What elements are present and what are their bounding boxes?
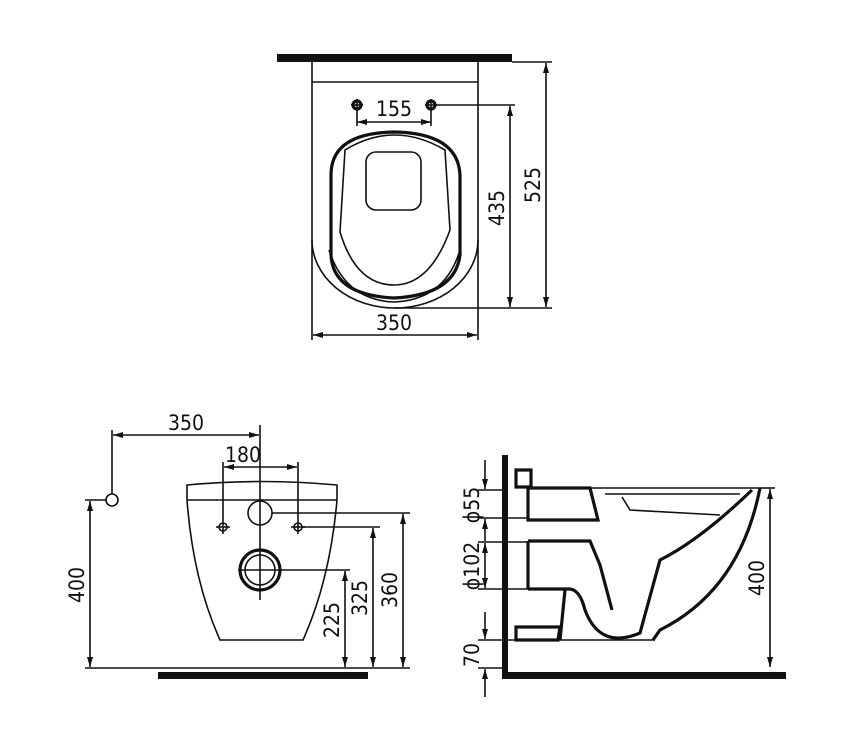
dim-height-side: 400: [745, 560, 769, 596]
dim-inlet-height: 360: [378, 572, 402, 608]
top-view: 155 435 525 350: [277, 54, 552, 340]
dim-inlet-diameter: ϕ55: [460, 487, 484, 524]
inlet-pipe: [526, 486, 601, 522]
dim-outlet-height: 225: [320, 602, 344, 638]
dim-width-top: 350: [376, 311, 412, 335]
dim-wall-offset: 350: [168, 411, 204, 435]
dim-floor-gap: 70: [460, 643, 484, 667]
front-outline: [186, 480, 338, 641]
dim-total-depth: 525: [521, 167, 545, 203]
front-view: 350 180 400 225 325 360: [65, 411, 410, 679]
dim-fixing-height: 325: [348, 580, 372, 616]
floor-section: [502, 672, 786, 679]
dim-fixing-depth: 435: [485, 190, 509, 226]
fixing-hole-icon: [351, 99, 437, 111]
side-view: ϕ55 ϕ102 70 400: [460, 455, 786, 697]
seat-outline: [329, 130, 462, 300]
dim-hole-spacing-top: 155: [376, 97, 412, 121]
seat-lid: [365, 151, 422, 211]
dim-hole-spacing-front: 180: [225, 443, 261, 467]
floor-bar: [158, 672, 368, 679]
water-supply-icon: [105, 493, 119, 507]
wall-bar: [277, 54, 512, 62]
dim-outlet-diameter: ϕ102: [460, 542, 484, 591]
dim-height-front: 400: [65, 567, 89, 603]
wall-section: [502, 455, 508, 679]
